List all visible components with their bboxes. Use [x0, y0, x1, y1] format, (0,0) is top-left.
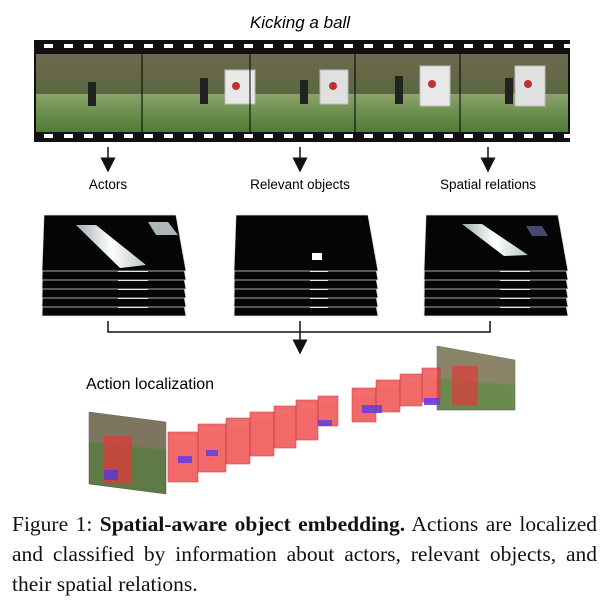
film-sprocket: [244, 134, 253, 138]
film-sprocket: [464, 44, 473, 48]
film-sprocket: [444, 44, 453, 48]
film-strip: [34, 40, 573, 142]
object-box: [178, 456, 192, 463]
film-sprocket: [224, 134, 233, 138]
film-sprocket: [64, 44, 73, 48]
figure-caption: Figure 1: Spatial-aware object embedding…: [12, 509, 597, 599]
film-sprocket: [504, 44, 513, 48]
film-sprocket: [364, 44, 373, 48]
film-sprocket: [344, 44, 353, 48]
tube-segment-top: [425, 371, 437, 377]
film-sprocket: [124, 134, 133, 138]
film-sprocket: [564, 44, 573, 48]
actors-heatmap-stack: [41, 214, 187, 317]
object-box: [318, 420, 332, 426]
film-sprocket: [484, 134, 493, 138]
label-actors: Actors: [89, 177, 128, 192]
heatmap-blob: [462, 224, 528, 256]
film-sprocket: [404, 44, 413, 48]
film-sprocket: [184, 134, 193, 138]
tube-segment-top: [229, 421, 247, 427]
video-frames-image: [36, 52, 568, 132]
film-sprocket: [324, 134, 333, 138]
tube-segment-top: [403, 377, 419, 383]
caption-title: Spatial-aware object embedding.: [99, 512, 406, 536]
action-tube-illustration: [88, 345, 516, 495]
film-sprocket: [44, 44, 53, 48]
film-sprocket: [104, 44, 113, 48]
film-sprocket: [264, 134, 273, 138]
film-sprocket: [84, 134, 93, 138]
heatmap-blob: [312, 253, 322, 260]
film-sprocket: [104, 134, 113, 138]
film-sprocket: [564, 134, 573, 138]
merge-connector: [107, 321, 491, 355]
film-sprocket: [384, 44, 393, 48]
film-sprocket: [504, 134, 513, 138]
film-sprocket: [284, 44, 293, 48]
film-sprocket: [544, 134, 553, 138]
film-sprocket: [124, 44, 133, 48]
tube-segment-top: [201, 427, 223, 433]
tube-segment-top: [277, 409, 293, 415]
film-sprocket: [244, 44, 253, 48]
film-sprocket: [424, 44, 433, 48]
relevant-objects-heatmap-stack: [233, 214, 379, 317]
film-sprocket: [164, 44, 173, 48]
film-sprockets-bottom: [44, 134, 573, 138]
film-sprocket: [224, 44, 233, 48]
label-action-localization: Action localization: [86, 376, 214, 393]
label-spatial-relations: Spatial relations: [440, 177, 536, 192]
film-sprocket: [284, 134, 293, 138]
tube-segment-top: [321, 399, 335, 405]
film-sprocket: [204, 134, 213, 138]
film-sprocket: [444, 134, 453, 138]
film-sprocket: [524, 44, 533, 48]
film-sprocket: [44, 134, 53, 138]
film-sprocket: [524, 134, 533, 138]
film-sprockets-top: [44, 44, 573, 48]
film-sprocket: [204, 44, 213, 48]
film-sprocket: [344, 134, 353, 138]
film-sprocket: [144, 134, 153, 138]
film-sprocket: [364, 134, 373, 138]
tube-segment-top: [379, 383, 397, 389]
arrows-to-streams: [100, 147, 496, 173]
film-sprocket: [384, 134, 393, 138]
film-sprocket: [544, 44, 553, 48]
object-box: [424, 398, 440, 405]
film-sprocket: [304, 44, 313, 48]
object-box: [206, 450, 218, 456]
caption-text: Actions are localized and classified by …: [12, 512, 597, 596]
figure-title: Kicking a ball: [250, 13, 351, 32]
film-sprocket: [84, 44, 93, 48]
film-sprocket: [184, 44, 193, 48]
film-sprocket: [324, 44, 333, 48]
film-sprocket: [464, 134, 473, 138]
caption-label: Figure 1:: [12, 512, 93, 536]
film-sprocket: [404, 134, 413, 138]
tube-segment-top: [299, 403, 315, 409]
object-box: [362, 405, 382, 413]
film-sprocket: [264, 44, 273, 48]
label-relevant-objects: Relevant objects: [250, 177, 350, 192]
tube-segment-top: [171, 435, 195, 441]
spatial-relations-heatmap-stack: [423, 214, 569, 317]
film-sprocket: [424, 134, 433, 138]
tube-segment-top: [355, 391, 373, 397]
film-sprocket: [64, 134, 73, 138]
film-sprocket: [304, 134, 313, 138]
film-sprocket: [484, 44, 493, 48]
film-sprocket: [164, 134, 173, 138]
heatmap-blob: [526, 226, 548, 236]
heatmap-layer: [233, 214, 379, 272]
tube-segment-top: [253, 415, 271, 421]
film-sprocket: [144, 44, 153, 48]
heatmap-blob: [76, 225, 146, 268]
heatmap-blob: [148, 222, 178, 235]
